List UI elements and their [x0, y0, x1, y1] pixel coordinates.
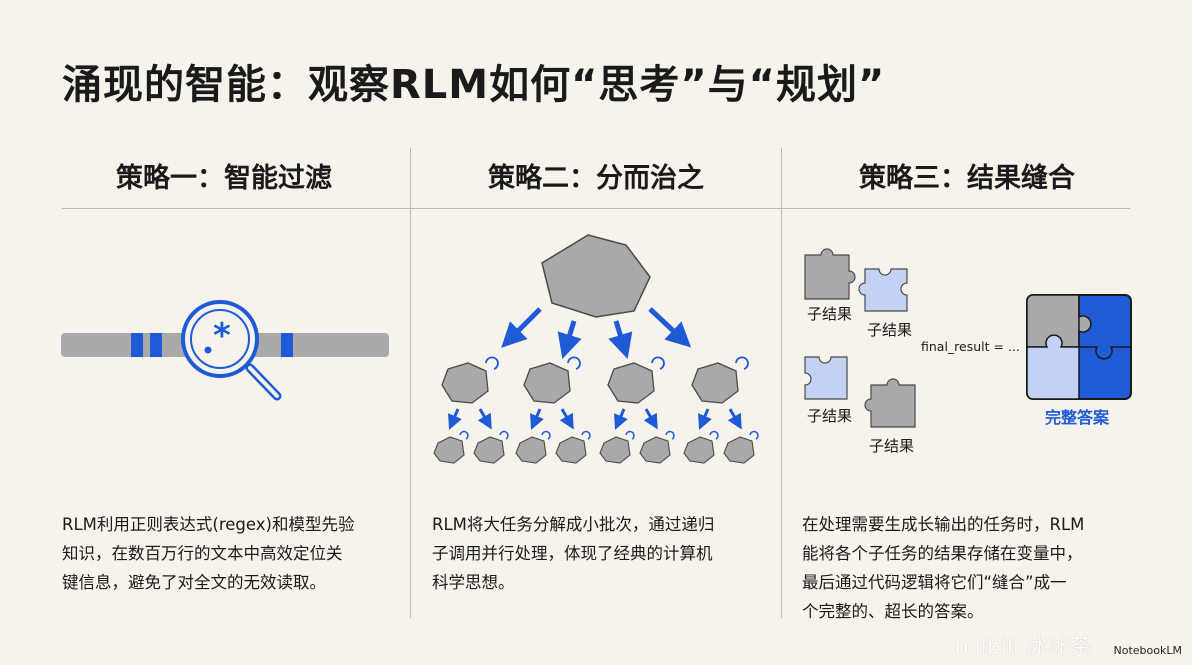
highlight-mark	[281, 333, 293, 357]
svg-text:*: *	[213, 316, 231, 356]
puzzle-piece-icon	[864, 378, 916, 428]
description-line: 子调用并行处理，体现了经典的计算机	[432, 544, 713, 563]
highlight-mark	[150, 333, 162, 357]
split-arrows	[501, 307, 692, 359]
complete-answer-label: 完整答案	[1045, 408, 1110, 427]
sub-result-label: 子结果	[869, 437, 914, 455]
description-line: RLM将大任务分解成小批次，通过递归	[432, 515, 715, 534]
strategy-1-description: RLM利用正则表达式(regex)和模型先验 知识，在数百万行的文本中高效定位关…	[62, 510, 354, 597]
completed-puzzle	[1026, 294, 1132, 400]
header-divider	[62, 208, 1130, 209]
bilibili-watermark: bilibili 冰冰茶	[954, 635, 1092, 660]
divide-conquer-illustration	[433, 234, 759, 464]
sub-result-label: 子结果	[807, 305, 852, 323]
magnifier-icon	[181, 300, 282, 401]
regex-star-icon: *	[204, 316, 231, 356]
description-line: 知识，在数百万行的文本中高效定位关	[62, 544, 343, 563]
result-stitch-illustration: 子结果 子结果 子结果 子结果 final_result = ... 完整答案	[804, 248, 1132, 455]
strategy-3-description: 在处理需要生成长输出的任务时，RLM 能将各个子任务的结果存储在变量中， 最后通…	[802, 510, 1084, 626]
sub-split-arrows	[448, 408, 742, 430]
smart-filter-illustration: *	[61, 300, 389, 401]
description-line: 能将各个子任务的结果存储在变量中，	[802, 544, 1083, 563]
leaf-task-shapes	[433, 436, 755, 464]
description-line: 最后通过代码逻辑将它们“缝合”成一	[802, 573, 1067, 592]
description-line: RLM利用正则表达式(regex)和模型先验	[62, 515, 355, 534]
sub-task-shapes	[441, 362, 739, 404]
sub-result-label: 子结果	[807, 407, 852, 425]
strategy-3-heading: 策略三：结果缝合	[859, 163, 1075, 194]
puzzle-piece-icon	[858, 268, 908, 312]
strategy-2-description: RLM将大任务分解成小批次，通过递归 子调用并行处理，体现了经典的计算机 科学思…	[432, 510, 714, 597]
column-divider	[410, 148, 411, 618]
recursion-arrow-icon	[485, 356, 749, 370]
recursion-arrow-icon	[459, 430, 759, 440]
puzzle-piece-icon	[804, 356, 848, 400]
description-line: 科学思想。	[432, 573, 515, 592]
column-divider	[781, 148, 782, 618]
highlight-mark	[131, 333, 143, 357]
description-line: 在处理需要生成长输出的任务时，RLM	[802, 515, 1085, 534]
sub-result-label: 子结果	[867, 321, 912, 339]
root-task-shape	[541, 234, 651, 318]
description-line: 键信息，避免了对全文的无效读取。	[62, 573, 326, 592]
notebooklm-watermark: NotebookLM	[1113, 644, 1182, 657]
code-expression: final_result = ...	[921, 339, 1020, 354]
strategy-1-heading: 策略一：智能过滤	[116, 163, 332, 194]
puzzle-piece-icon	[804, 248, 856, 300]
page-title: 涌现的智能：观察RLM如何“思考”与“规划”	[62, 62, 886, 108]
strategy-2-heading: 策略二：分而治之	[488, 163, 704, 194]
description-line: 个完整的、超长的答案。	[802, 602, 984, 621]
